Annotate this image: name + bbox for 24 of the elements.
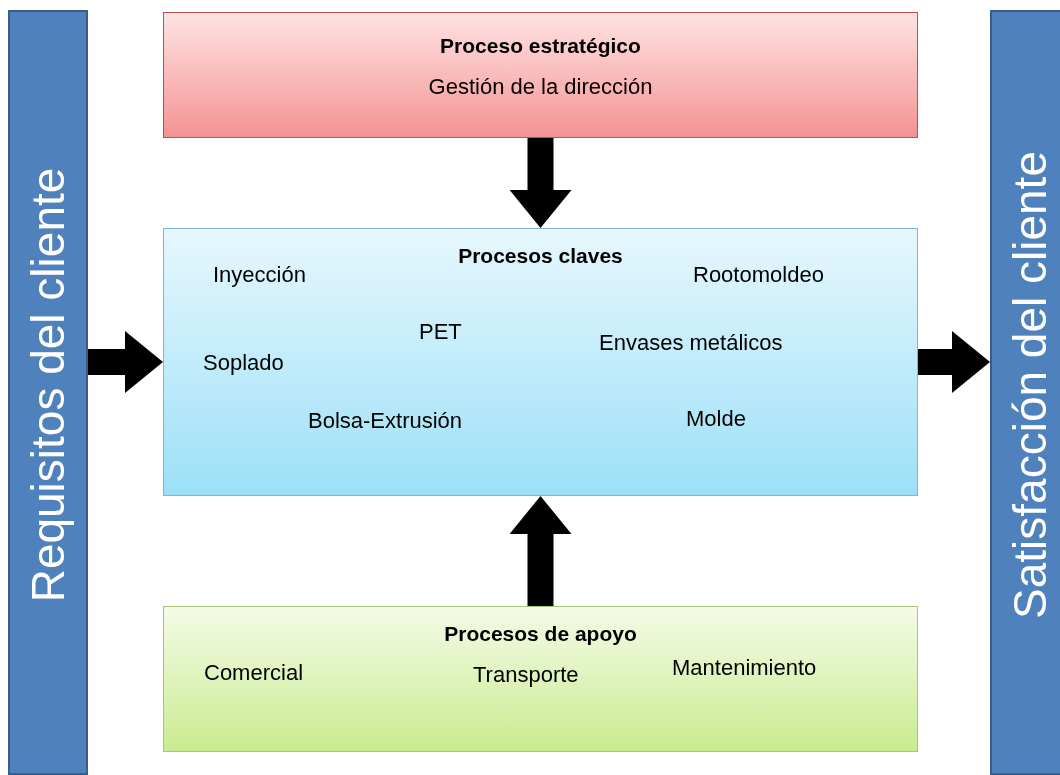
block-arrow	[88, 331, 163, 393]
vertical-label: Satisfacción del cliente	[1007, 150, 1053, 619]
box-text: Gestión de la dirección	[428, 73, 653, 101]
process-item: Soplado	[203, 349, 284, 377]
box-heading: Procesos de apoyo	[444, 621, 637, 647]
process-item: Molde	[686, 405, 746, 433]
side-bar	[990, 10, 1060, 775]
process-item: Transporte	[473, 661, 579, 689]
block-arrow	[918, 331, 990, 393]
side-bar	[8, 10, 88, 775]
block-arrow	[509, 138, 572, 228]
process-box	[163, 12, 918, 138]
process-item: Mantenimiento	[672, 654, 817, 682]
process-item: Rootomoldeo	[693, 261, 824, 289]
process-item: Envases metálicos	[599, 329, 783, 357]
process-item: PET	[419, 318, 462, 346]
process-box	[163, 606, 918, 752]
box-heading: Proceso estratégico	[440, 33, 641, 59]
process-box	[163, 228, 918, 496]
process-item: Bolsa-Extrusión	[308, 407, 463, 435]
block-arrow	[509, 496, 572, 606]
process-item: Comercial	[204, 659, 304, 687]
box-heading: Procesos claves	[458, 243, 623, 269]
process-item: Inyección	[213, 261, 306, 289]
